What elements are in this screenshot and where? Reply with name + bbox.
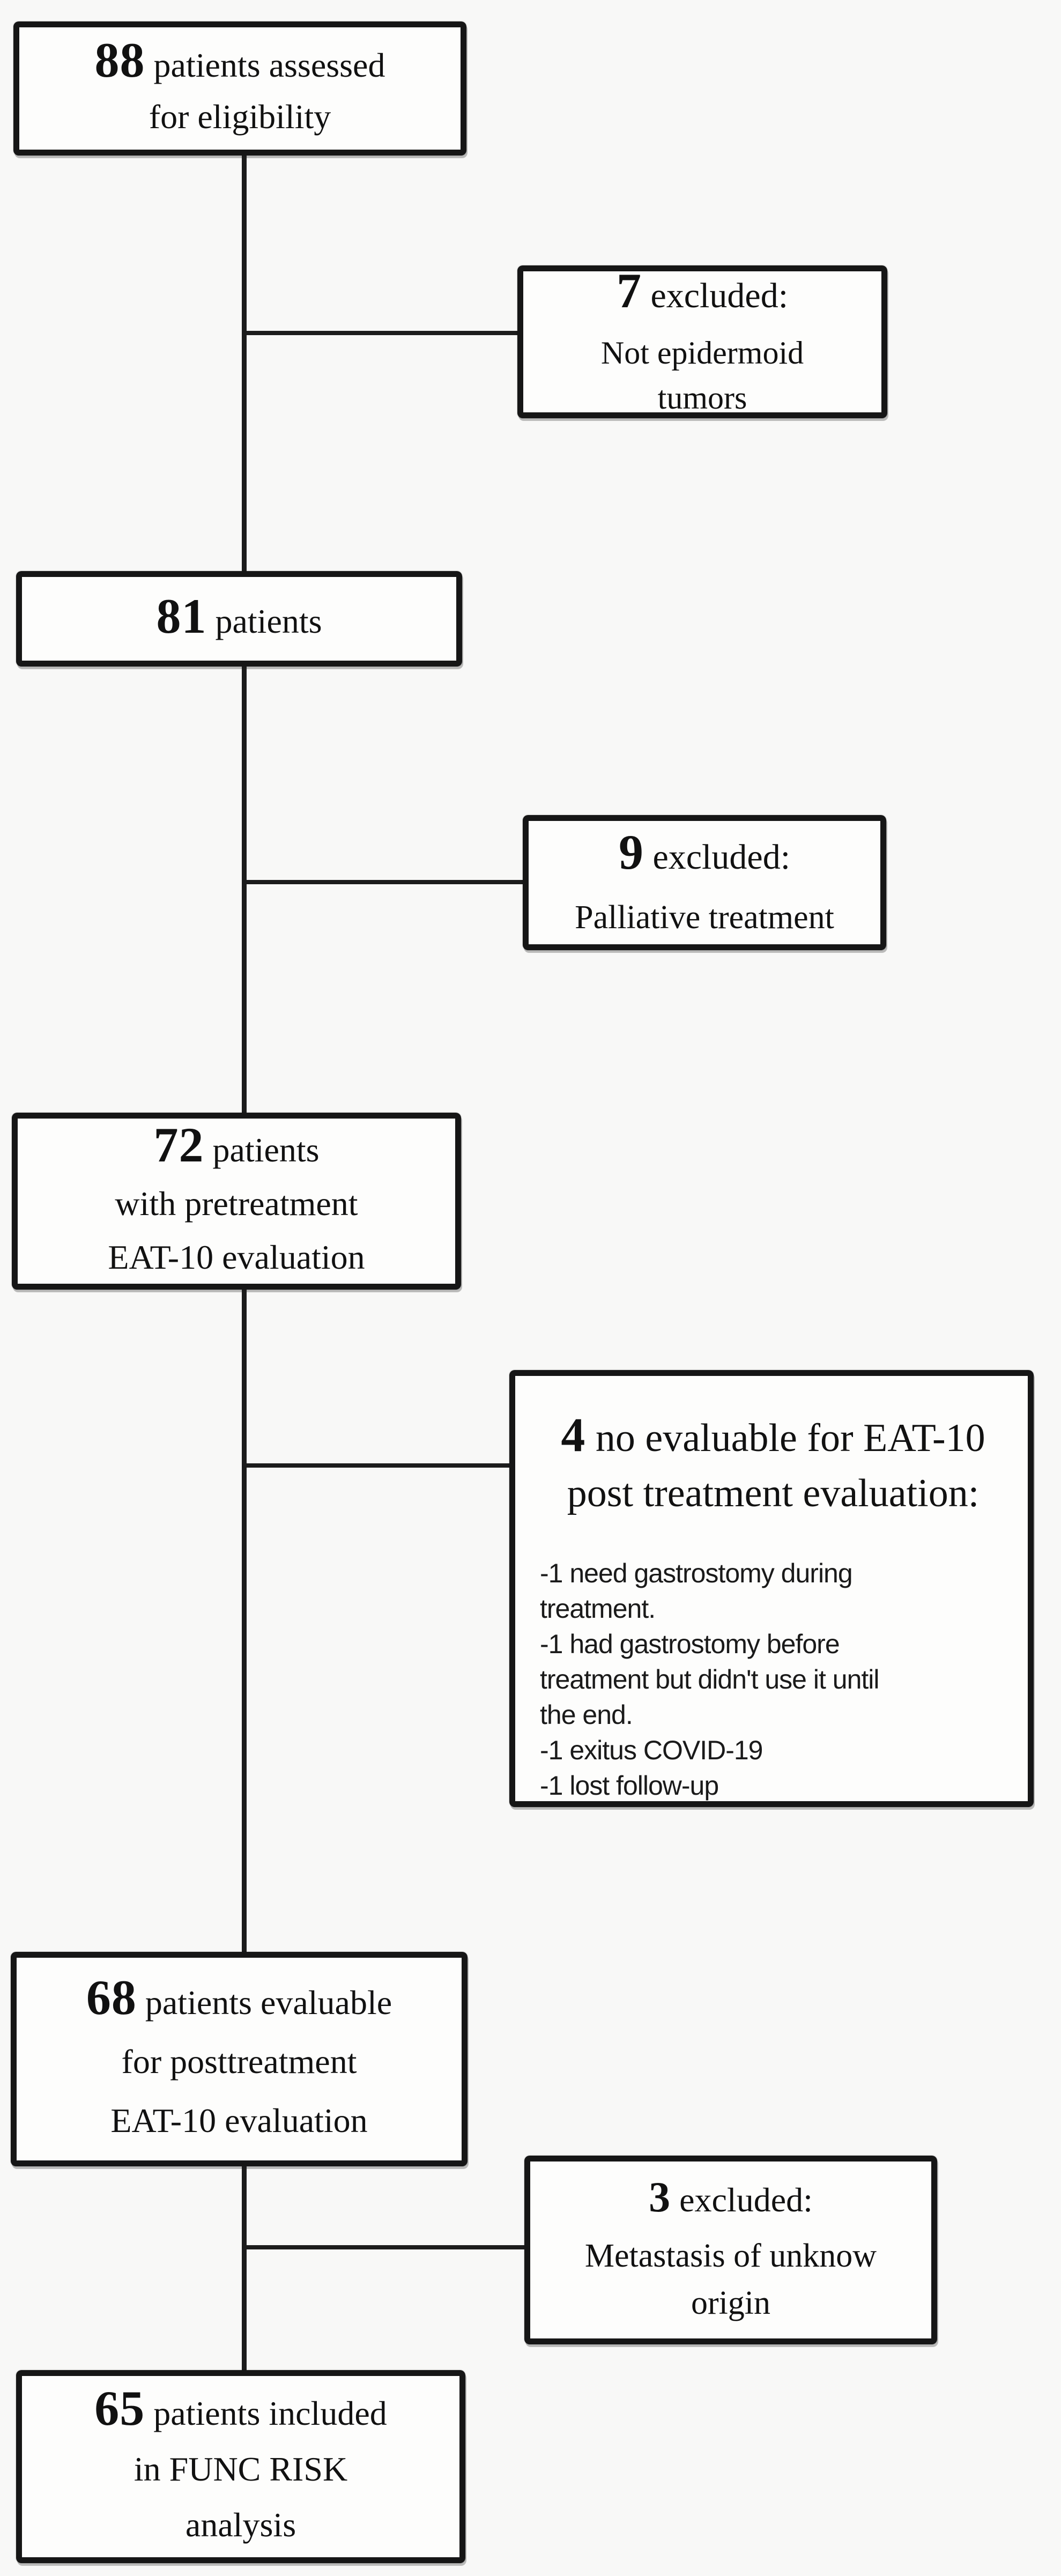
box-label: no evaluable for EAT-10	[595, 1416, 985, 1460]
box-text-line: analysis	[185, 2506, 296, 2544]
patient-count: 68	[86, 1970, 137, 2025]
box-text-line: Palliative treatment	[575, 899, 834, 936]
box-text-line: Not epidermoid	[600, 335, 804, 371]
box-label: excluded:	[652, 838, 791, 877]
box-text-line: Metastasis of unknow	[584, 2237, 877, 2274]
exclusion-reason-line: -1 lost follow-up	[540, 1771, 719, 1801]
exclusion-reason-line: treatment but didn't use it until	[540, 1664, 879, 1694]
box-text-line: for eligibility	[149, 98, 331, 136]
box-text-line: 88 patients assessed	[95, 34, 385, 91]
exclusion-reason-list: -1 need gastrostomy during treatment. -1…	[540, 1556, 1006, 1803]
box-text-line: 65 patients included	[94, 2380, 387, 2441]
excluded-count: 3	[649, 2173, 671, 2221]
patient-count: 81	[156, 589, 207, 643]
box-7-excluded-not-epidermoid: 7 excluded: Not epidermoid tumors	[517, 264, 887, 418]
exclusion-reason-line: the end.	[540, 1700, 633, 1730]
box-text-line: 4 no evaluable for EAT-10	[561, 1407, 985, 1467]
excluded-count: 9	[618, 825, 644, 879]
patient-count: 72	[153, 1117, 204, 1172]
box-3-excluded-metastasis: 3 excluded: Metastasis of unknow origin	[524, 2156, 937, 2344]
box-text-line: for posttreatment	[121, 2042, 357, 2081]
box-text-line: EAT-10 evaluation	[110, 2101, 368, 2140]
branch-line-excluded-3	[244, 2245, 525, 2249]
box-text-line: post treatment evaluation:	[567, 1471, 980, 1515]
patient-count: 88	[94, 33, 145, 87]
branch-line-excluded-1	[244, 331, 518, 335]
box-label: patients	[212, 1131, 320, 1169]
box-text-line: origin	[691, 2284, 771, 2321]
box-label: excluded:	[679, 2180, 813, 2219]
box-label: patients assessed	[153, 46, 385, 84]
box-4-not-evaluable-posttreatment: 4 no evaluable for EAT-10 post treatment…	[509, 1370, 1034, 1807]
box-81-patients: 81 patients	[16, 571, 462, 667]
box-text-line: EAT-10 evaluation	[108, 1238, 365, 1276]
box-label: excluded:	[650, 276, 789, 315]
box-text-line: 3 excluded:	[649, 2174, 813, 2224]
exclusion-reason-line: -1 had gastrostomy before	[540, 1629, 840, 1659]
box-text-line: 7 excluded:	[617, 264, 788, 323]
patient-count: 65	[94, 2381, 145, 2436]
box-text-line: in FUNC RISK	[133, 2450, 348, 2488]
exclusion-reason-line: treatment.	[540, 1594, 656, 1624]
box-72-pretreatment-eat10: 72 patients with pretreatment EAT-10 eva…	[12, 1113, 461, 1290]
box-text-line: 9 excluded:	[619, 825, 790, 884]
box-text-line: with pretreatment	[115, 1185, 358, 1223]
exclusion-reason-line: -1 need gastrostomy during	[540, 1558, 853, 1588]
branch-line-not-evaluable	[244, 1463, 510, 1468]
box-text-line: 81 patients	[156, 590, 322, 647]
box-68-posttreatment-eat10: 68 patients evaluable for posttreatment …	[11, 1952, 468, 2166]
box-label: patients	[215, 602, 322, 640]
exclusion-reason-line: -1 exitus COVID-19	[540, 1735, 763, 1765]
box-text-line: tumors	[657, 380, 747, 416]
excluded-count: 4	[561, 1409, 586, 1462]
box-label: patients included	[153, 2394, 387, 2432]
box-65-func-risk-analysis: 65 patients included in FUNC RISK analys…	[16, 2370, 465, 2563]
box-label: patients evaluable	[145, 1983, 392, 2022]
box-88-assessed-eligibility: 88 patients assessed for eligibility	[13, 21, 466, 156]
box-9-excluded-palliative: 9 excluded: Palliative treatment	[523, 815, 886, 950]
box-text-line: 68 patients evaluable	[86, 1968, 392, 2032]
branch-line-excluded-2	[244, 880, 524, 884]
excluded-count: 7	[616, 263, 642, 318]
box-text-line: 72 patients	[153, 1118, 319, 1177]
